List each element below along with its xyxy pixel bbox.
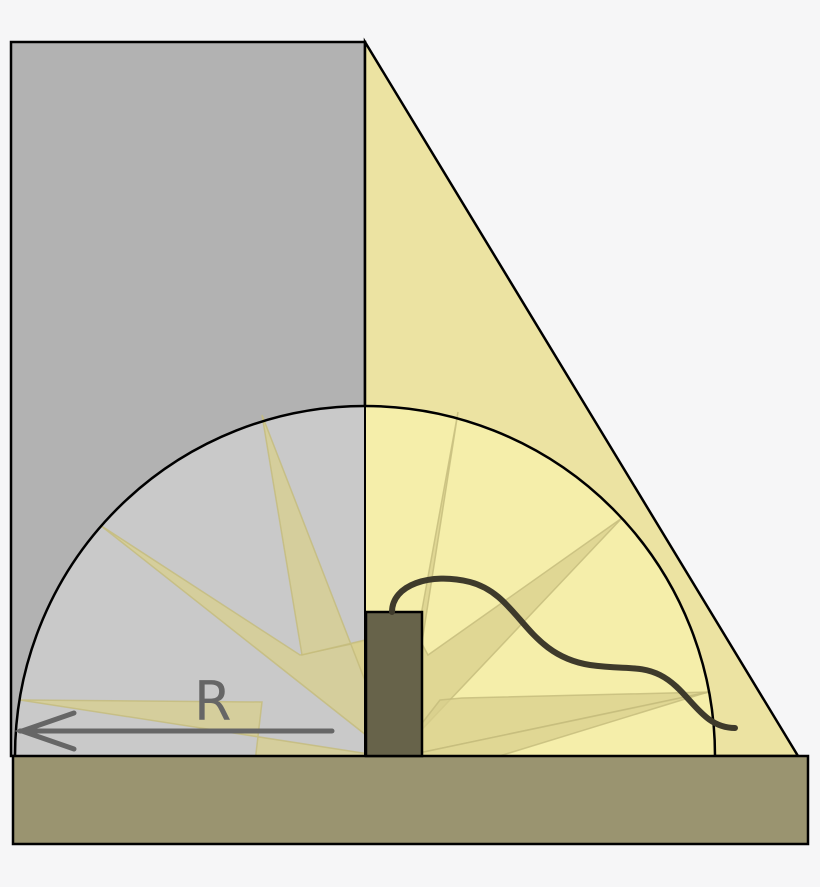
radius-arrow-head [14, 710, 77, 752]
source-cable [389, 575, 738, 731]
radius-label: R [194, 670, 232, 733]
source-block [364, 610, 424, 758]
radius-arrow [14, 710, 335, 752]
ground-slab [11, 754, 810, 846]
